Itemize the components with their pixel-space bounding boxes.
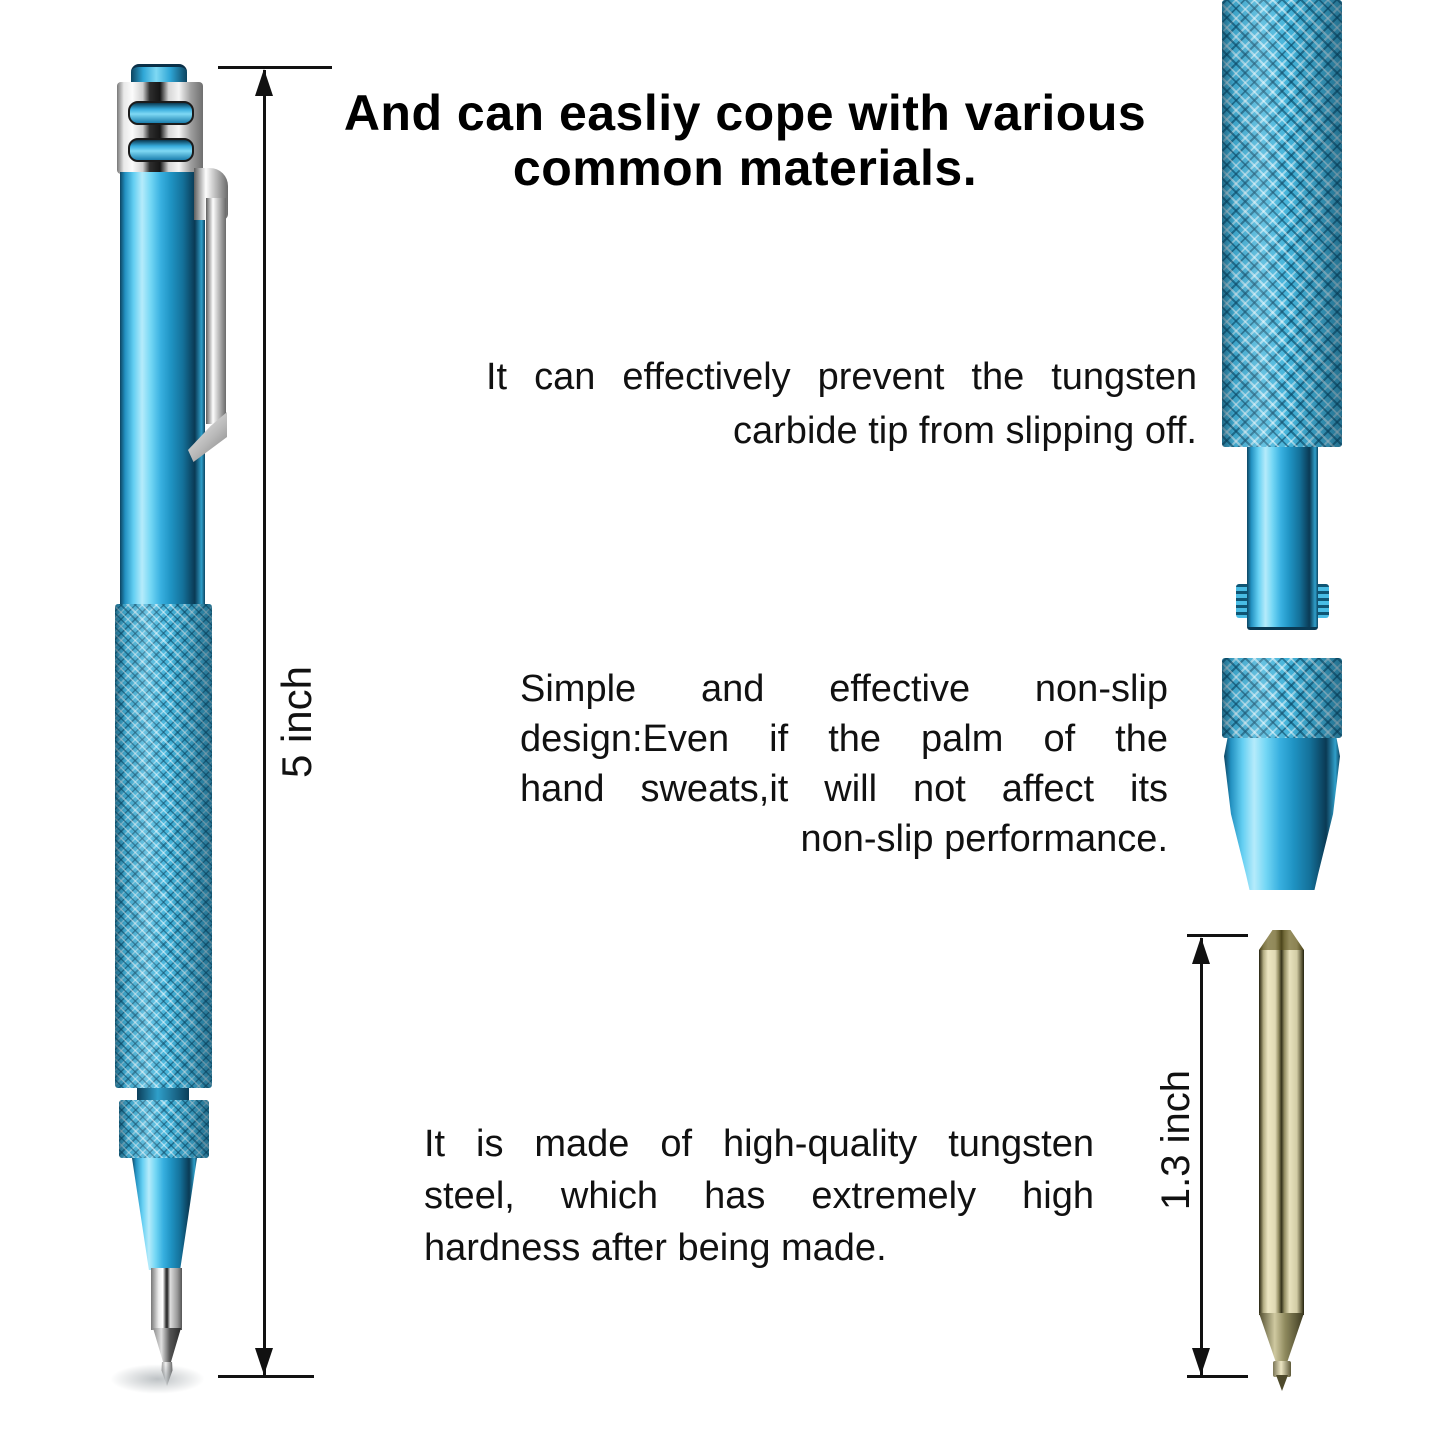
pen-nose-cone [132, 1158, 197, 1270]
paragraph-line: steel, which has extremely high [424, 1175, 1094, 1217]
knurled-collet-nut [1222, 658, 1342, 738]
knurled-barrel-section [1222, 0, 1342, 447]
pen-length-label: 5 inch [273, 665, 320, 779]
paragraph-line: hand sweats,it will not affect its [520, 768, 1168, 810]
paragraph-line: Simple and effective non-slip [520, 668, 1168, 710]
paragraph-line: carbide tip from slipping off. [733, 410, 1197, 452]
pen-knurled-grip [115, 604, 212, 1088]
dimension-line [263, 70, 266, 1376]
dimension-arrow-up-icon [1192, 937, 1210, 964]
page-title-line: common materials. [512, 140, 978, 196]
pen-clip [206, 198, 226, 424]
pen-tip-holder [151, 1268, 182, 1330]
tip-ferrule [1273, 1361, 1291, 1377]
pen-shadow [110, 1364, 205, 1394]
page-title-line: And can easliy cope with various [343, 85, 1147, 141]
pen-barrel [120, 172, 205, 606]
dimension-cap-bottom [218, 1375, 314, 1378]
dimension-arrow-down-icon [255, 1348, 273, 1375]
pen-chrome-cap [117, 82, 203, 174]
tip-point [1276, 1375, 1288, 1391]
pen-knurled-collar [119, 1100, 209, 1158]
paragraph-line: design:Even if the palm of the [520, 718, 1168, 760]
dimension-cap-top [1187, 934, 1248, 937]
dimension-line [1200, 938, 1203, 1376]
tip-chamfer [1259, 930, 1304, 950]
nose-cone-piece [1224, 738, 1340, 890]
paragraph-line: It can effectively prevent the tungsten [486, 356, 1197, 398]
tip-length-label: 1.3 inch [1153, 1069, 1198, 1211]
dimension-cap-top [218, 66, 332, 69]
dimension-cap-bottom [1187, 1375, 1248, 1378]
pen-neck [137, 1088, 189, 1102]
paragraph-material-benefit: It is made of high-quality tungsten stee… [424, 1118, 1094, 1274]
page-title: And can easliy cope with various common … [300, 86, 1190, 196]
pen-carbide-point [161, 1362, 173, 1386]
pen-cap-slot [128, 138, 194, 162]
pen-tip-taper [153, 1328, 181, 1366]
paragraph-line: non-slip performance. [800, 818, 1168, 860]
tip-taper [1259, 1313, 1304, 1363]
dimension-arrow-up-icon [255, 69, 273, 96]
pen-cap-slot [128, 101, 194, 125]
pen-push-button [131, 64, 187, 87]
dimension-arrow-down-icon [1192, 1348, 1210, 1375]
threaded-stud [1247, 447, 1318, 630]
paragraph-tip-benefit: It can effectively prevent the tungsten … [486, 350, 1197, 458]
paragraph-grip-benefit: Simple and effective non-slip design:Eve… [520, 664, 1168, 864]
paragraph-line: hardness after being made. [424, 1227, 887, 1269]
paragraph-line: It is made of high-quality tungsten [424, 1123, 1094, 1165]
tungsten-carbide-tip [1259, 930, 1304, 1315]
